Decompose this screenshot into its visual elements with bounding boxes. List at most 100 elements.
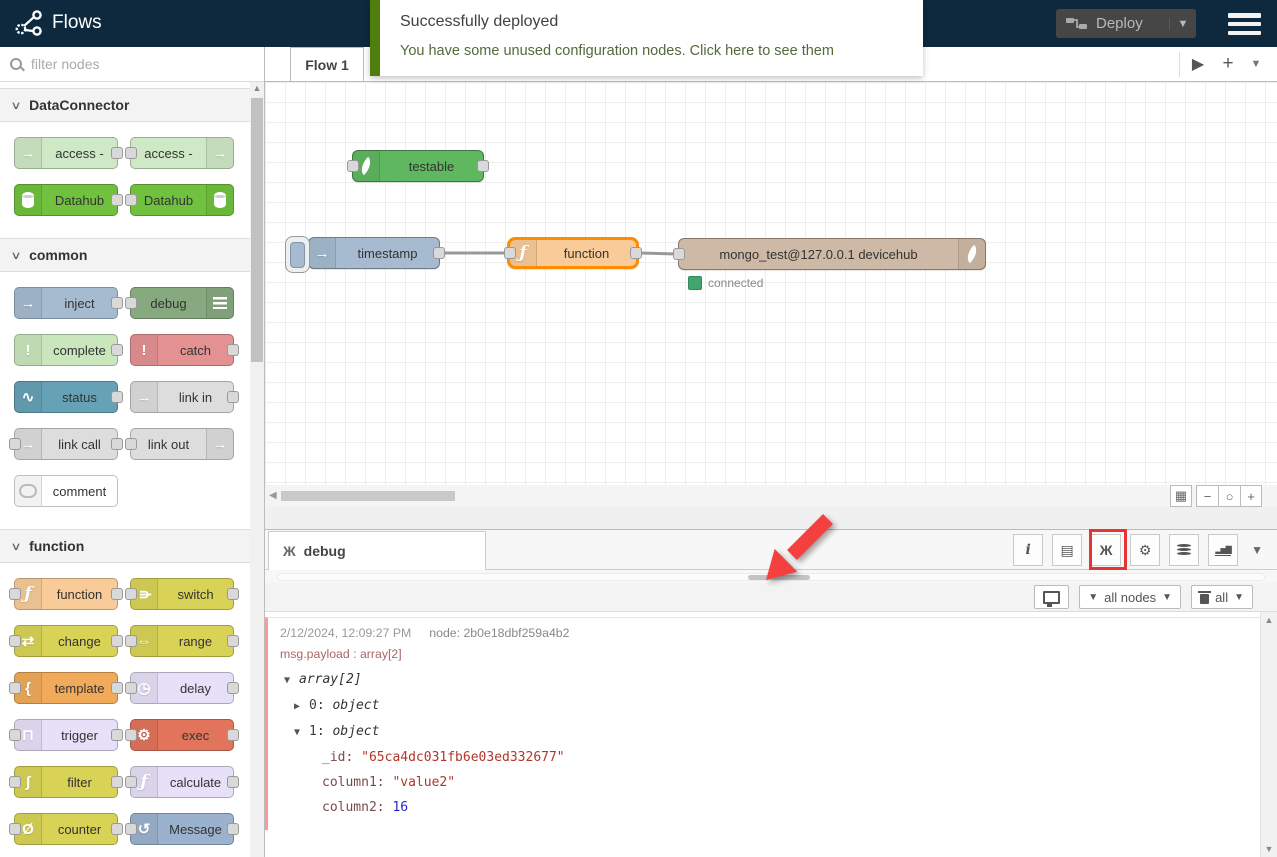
input-port[interactable] bbox=[125, 147, 137, 159]
palette-node-link-call[interactable]: →link call bbox=[9, 428, 123, 460]
palette-node-change[interactable]: ⇄change bbox=[9, 625, 123, 657]
tab-debug[interactable]: Ж debug bbox=[268, 531, 486, 570]
input-port[interactable] bbox=[504, 247, 516, 259]
palette-node-catch[interactable]: !catch bbox=[130, 334, 239, 366]
deploy-options-caret[interactable]: ▼ bbox=[1169, 17, 1196, 30]
minimap-button[interactable]: ▦ bbox=[1170, 485, 1192, 507]
output-port[interactable] bbox=[477, 160, 489, 172]
palette-node-template[interactable]: {template bbox=[9, 672, 123, 704]
palette-node-comment[interactable]: comment bbox=[14, 475, 118, 507]
input-port[interactable] bbox=[125, 823, 137, 835]
open-debug-window-button[interactable] bbox=[1034, 585, 1070, 609]
palette-category-common[interactable]: ∨common bbox=[0, 238, 250, 272]
collapse-icon[interactable]: ▼ bbox=[284, 675, 291, 686]
output-port[interactable] bbox=[111, 588, 123, 600]
output-port[interactable] bbox=[111, 194, 123, 206]
palette-scrollbar-thumb[interactable] bbox=[251, 98, 263, 362]
input-port[interactable] bbox=[125, 438, 137, 450]
scroll-up-arrow-icon[interactable]: ▲ bbox=[1264, 615, 1274, 625]
output-port[interactable] bbox=[111, 823, 123, 835]
palette-node-switch[interactable]: ⋔switch bbox=[125, 578, 239, 610]
input-port[interactable] bbox=[9, 729, 21, 741]
palette-node-link-out[interactable]: →link out bbox=[125, 428, 234, 460]
scroll-left-arrow-icon[interactable]: ◀ bbox=[269, 490, 277, 501]
output-port[interactable] bbox=[111, 147, 123, 159]
splitter-drag-handle[interactable] bbox=[748, 575, 810, 580]
palette-node-datahub[interactable]: Datahub bbox=[125, 184, 234, 216]
output-port[interactable] bbox=[111, 344, 123, 356]
input-port[interactable] bbox=[125, 682, 137, 694]
output-port[interactable] bbox=[227, 776, 239, 788]
input-port[interactable] bbox=[9, 776, 21, 788]
input-port[interactable] bbox=[125, 776, 137, 788]
flow-node-mongo[interactable]: mongo_test@127.0.0.1 devicehub bbox=[673, 238, 986, 270]
debug-filter-dropdown[interactable]: ▼ all nodes ▼ bbox=[1079, 585, 1182, 609]
output-port[interactable] bbox=[227, 391, 239, 403]
flow-node-testable[interactable]: testable bbox=[347, 150, 489, 182]
output-port[interactable] bbox=[111, 391, 123, 403]
palette-node-message[interactable]: ↺Message bbox=[125, 813, 239, 845]
palette-node-range[interactable]: ⇔range bbox=[125, 625, 239, 657]
input-port[interactable] bbox=[673, 248, 685, 260]
scroll-up-arrow-icon[interactable]: ▲ bbox=[252, 83, 262, 93]
clear-messages-dropdown[interactable]: all ▼ bbox=[1191, 585, 1253, 609]
palette-node-exec[interactable]: ⚙exec bbox=[125, 719, 239, 751]
input-port[interactable] bbox=[125, 194, 137, 206]
palette-node-datahub[interactable]: Datahub bbox=[14, 184, 123, 216]
output-port[interactable] bbox=[227, 588, 239, 600]
palette-node-inject[interactable]: →inject bbox=[14, 287, 123, 319]
input-port[interactable] bbox=[9, 682, 21, 694]
main-menu-button[interactable] bbox=[1228, 13, 1261, 35]
scroll-down-arrow-icon[interactable]: ▼ bbox=[1264, 844, 1274, 854]
sidebar-menu-caret-icon[interactable]: ▼ bbox=[1251, 543, 1263, 557]
output-port[interactable] bbox=[111, 729, 123, 741]
input-port[interactable] bbox=[9, 823, 21, 835]
input-port[interactable] bbox=[125, 635, 137, 647]
output-port[interactable] bbox=[227, 682, 239, 694]
palette-node-trigger[interactable]: ⊓trigger bbox=[9, 719, 123, 751]
sidebar-button-info[interactable]: i bbox=[1013, 534, 1044, 566]
zoom-reset-button[interactable]: ○ bbox=[1218, 485, 1240, 507]
palette-node-debug[interactable]: debug bbox=[125, 287, 234, 319]
inject-button[interactable] bbox=[285, 236, 310, 273]
input-port[interactable] bbox=[9, 635, 21, 647]
input-port[interactable] bbox=[125, 297, 137, 309]
output-port[interactable] bbox=[227, 344, 239, 356]
output-port[interactable] bbox=[111, 297, 123, 309]
deploy-success-toast[interactable]: Successfully deployed You have some unus… bbox=[370, 0, 923, 76]
output-port[interactable] bbox=[227, 729, 239, 741]
input-port[interactable] bbox=[9, 438, 21, 450]
palette-search-input[interactable] bbox=[29, 55, 223, 73]
input-port[interactable] bbox=[125, 729, 137, 741]
collapse-icon[interactable]: ▼ bbox=[294, 727, 301, 738]
output-port[interactable] bbox=[630, 247, 642, 259]
sidebar-button-config-nodes[interactable]: ⚙ bbox=[1130, 534, 1161, 566]
palette-node-status[interactable]: ∿status bbox=[14, 381, 123, 413]
output-port[interactable] bbox=[111, 438, 123, 450]
output-port[interactable] bbox=[227, 635, 239, 647]
input-port[interactable] bbox=[125, 588, 137, 600]
toast-message[interactable]: You have some unused configuration nodes… bbox=[400, 43, 834, 59]
output-port[interactable] bbox=[111, 776, 123, 788]
zoom-in-button[interactable]: + bbox=[1240, 485, 1262, 507]
sidebar-button-help-book[interactable]: ▤ bbox=[1052, 534, 1083, 566]
tab-list-icon[interactable]: ▶ bbox=[1191, 56, 1205, 73]
palette-node-access-[interactable]: →access - bbox=[14, 137, 123, 169]
input-port[interactable] bbox=[9, 588, 21, 600]
output-port[interactable] bbox=[227, 823, 239, 835]
debug-scrollbar[interactable]: ▲ ▼ bbox=[1260, 612, 1277, 857]
expand-icon[interactable]: ▶ bbox=[294, 701, 301, 712]
flow-node-timestamp[interactable]: →timestamp bbox=[285, 236, 445, 273]
output-port[interactable] bbox=[111, 682, 123, 694]
zoom-out-button[interactable]: − bbox=[1196, 485, 1218, 507]
palette-node-access-[interactable]: →access - bbox=[125, 137, 234, 169]
palette-category-dataconnector[interactable]: ∨DataConnector bbox=[0, 88, 250, 122]
deploy-button[interactable]: Deploy ▼ bbox=[1056, 9, 1196, 38]
tab-menu-caret-icon[interactable]: ▼ bbox=[1250, 58, 1262, 70]
sidebar-button-context-data[interactable] bbox=[1169, 534, 1200, 566]
